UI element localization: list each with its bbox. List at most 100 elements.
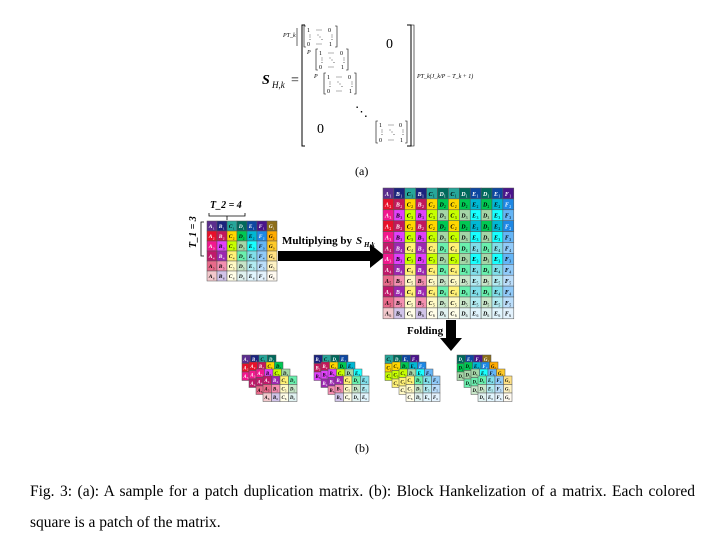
svg-text:1: 1 [466, 194, 468, 198]
svg-text:3: 3 [422, 238, 424, 242]
svg-text:0: 0 [307, 42, 310, 48]
svg-text:E: E [248, 244, 253, 250]
svg-text:3: 3 [404, 373, 406, 377]
svg-text:5: 5 [243, 267, 245, 271]
svg-text:A: A [264, 396, 268, 401]
svg-text:3: 3 [509, 260, 511, 264]
svg-text:5: 5 [285, 389, 287, 393]
svg-text:D: D [438, 235, 444, 241]
identity-block-2: P 1 ⋯ 0 ⋮ ⋱ ⋮ 0 ⋯ 1 [306, 48, 349, 71]
svg-text:C: C [429, 235, 434, 241]
svg-text:C: C [429, 192, 434, 198]
svg-text:C: C [407, 203, 412, 209]
svg-text:0: 0 [348, 75, 351, 81]
svg-text:4: 4 [477, 271, 479, 275]
svg-text:B: B [417, 290, 422, 296]
svg-text:4: 4 [400, 292, 402, 296]
svg-text:3: 3 [487, 260, 489, 264]
svg-text:5: 5 [422, 303, 424, 307]
svg-text:2: 2 [433, 227, 435, 231]
svg-text:B: B [329, 372, 333, 377]
svg-text:B: B [417, 279, 422, 285]
svg-text:3: 3 [476, 373, 478, 377]
svg-text:3: 3 [421, 373, 423, 377]
left-bracket [301, 24, 305, 147]
svg-text:5: 5 [419, 389, 421, 393]
svg-text:C: C [408, 396, 412, 401]
svg-text:3: 3 [411, 260, 413, 264]
svg-text:5: 5 [348, 389, 350, 393]
svg-text:B: B [395, 192, 400, 198]
svg-text:C: C [401, 381, 405, 386]
svg-text:4: 4 [268, 380, 270, 384]
svg-text:2: 2 [400, 205, 402, 209]
svg-text:⋱: ⋱ [317, 35, 323, 41]
svg-text:2: 2 [247, 368, 249, 372]
svg-text:C: C [429, 203, 434, 209]
svg-text:5: 5 [389, 303, 391, 307]
svg-text:3: 3 [484, 373, 486, 377]
svg-text:3: 3 [390, 376, 392, 380]
svg-text:F: F [426, 372, 430, 377]
svg-text:1: 1 [327, 359, 329, 363]
svg-text:E: E [417, 372, 421, 377]
svg-text:A: A [384, 268, 389, 274]
svg-text:F: F [497, 388, 501, 393]
svg-text:5: 5 [400, 303, 402, 307]
svg-text:6: 6 [293, 397, 295, 401]
svg-text:5: 5 [477, 303, 479, 307]
svg-text:3: 3 [286, 373, 288, 377]
svg-text:E: E [361, 388, 365, 393]
svg-text:C: C [387, 375, 391, 380]
svg-text:2: 2 [397, 366, 399, 370]
svg-text:5: 5 [509, 281, 511, 285]
svg-text:5: 5 [233, 267, 235, 271]
svg-text:3: 3 [462, 376, 464, 380]
svg-text:4: 4 [433, 271, 435, 275]
svg-text:C: C [407, 214, 412, 220]
svg-text:3: 3 [422, 260, 424, 264]
svg-text:D: D [438, 225, 444, 231]
svg-text:1: 1 [498, 194, 500, 198]
svg-text:3: 3 [333, 373, 335, 377]
svg-text:1: 1 [379, 123, 382, 129]
svg-text:2: 2 [477, 366, 479, 370]
svg-text:3: 3 [233, 247, 235, 251]
svg-text:A: A [257, 372, 261, 377]
svg-text:C: C [429, 214, 434, 220]
svg-text:⋯: ⋯ [388, 138, 394, 144]
svg-text:6: 6 [428, 397, 430, 401]
svg-text:G: G [269, 224, 273, 230]
svg-text:3: 3 [341, 373, 343, 377]
svg-text:C: C [229, 264, 233, 270]
svg-text:C: C [387, 367, 391, 372]
svg-text:3: 3 [444, 216, 446, 220]
svg-text:C: C [401, 389, 405, 394]
svg-text:3: 3 [358, 373, 360, 377]
svg-text:6: 6 [223, 277, 225, 281]
